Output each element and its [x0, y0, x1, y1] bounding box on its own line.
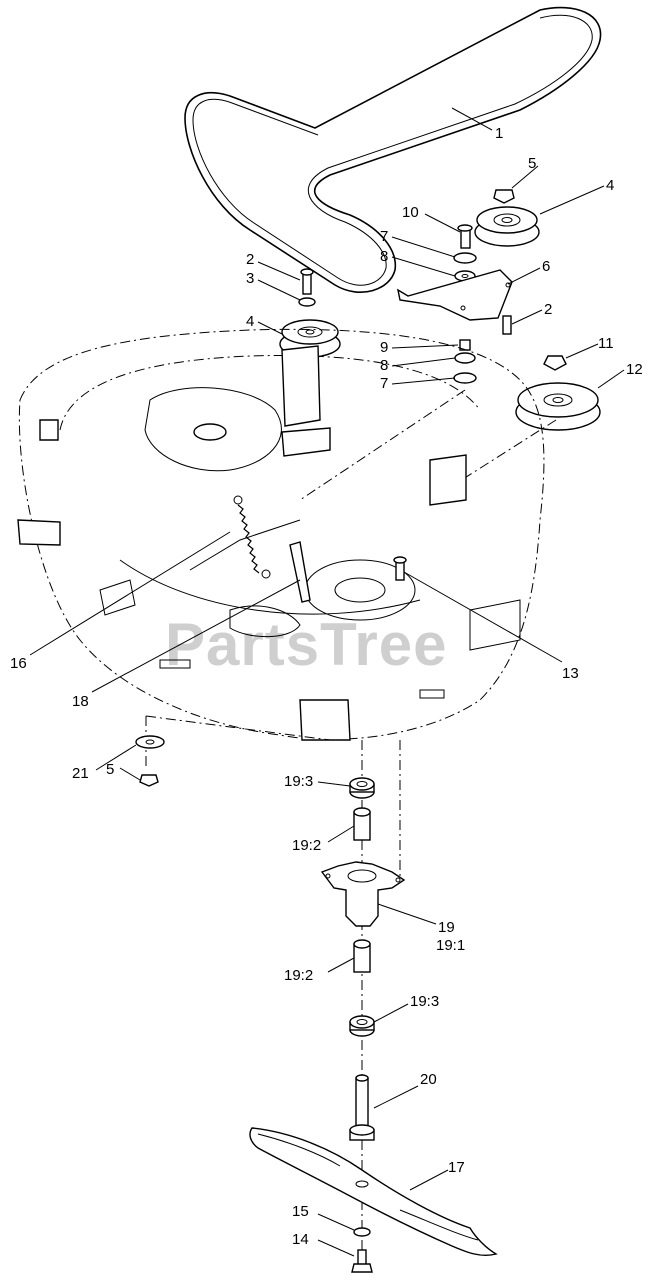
callout-label: 17	[448, 1159, 465, 1176]
callout-label: 5	[106, 761, 114, 778]
callout-label: 19:2	[292, 837, 321, 854]
spindle-housing-part-19-1	[320, 861, 406, 927]
callout-label: 6	[542, 258, 550, 275]
callout-label: 14	[292, 1231, 309, 1248]
callout-label: 10	[402, 204, 419, 221]
callout-label: 12	[626, 361, 643, 378]
washer-part-21	[135, 735, 165, 749]
callout-label: 7	[380, 228, 388, 245]
callout-label: 19:3	[284, 773, 313, 790]
callout-label: 7	[380, 375, 388, 392]
leader-1	[451, 107, 493, 131]
nut-part-5	[493, 189, 515, 204]
callout-label: 13	[562, 665, 579, 682]
watermark-text: PartsTree	[165, 611, 448, 678]
callout-label: 8	[380, 248, 388, 265]
callout-label: 15	[292, 1203, 309, 1220]
callout-label: 11	[598, 335, 614, 352]
washer-part-15	[353, 1227, 371, 1237]
callout-label: 18	[72, 693, 89, 710]
belt-part-1	[184, 6, 602, 293]
blade-bolt-part-14	[351, 1249, 373, 1273]
callout-label: 19:2	[284, 967, 313, 984]
callout-label: 19	[438, 919, 455, 936]
washer-part-8	[454, 352, 476, 364]
callout-label: 8	[380, 357, 388, 374]
callout-label: 21	[72, 765, 89, 782]
drive-pulley-assembly	[515, 355, 601, 431]
callout-label: 5	[528, 155, 536, 172]
callout-label: 1	[495, 125, 503, 142]
spindle-assembly-part-19	[320, 777, 406, 1037]
idler-arm-part-6	[397, 269, 513, 321]
callout-label: 9	[380, 339, 388, 356]
idler-pulley-assembly-right	[397, 189, 540, 384]
mower-deck-housing	[17, 328, 545, 741]
washer-part-3	[298, 297, 316, 307]
callout-label: 4	[606, 177, 614, 194]
bolt-part-2	[502, 315, 512, 335]
callout-label: 3	[246, 270, 254, 287]
callout-label: 2	[544, 301, 552, 318]
callout-label: 4	[246, 313, 254, 330]
callout-label: 20	[420, 1071, 437, 1088]
mower-blade-part-17	[249, 1127, 498, 1256]
nut-part-5	[139, 774, 159, 787]
callout-label: 2	[246, 251, 254, 268]
bolt-part-13	[393, 556, 407, 581]
washer-part-7	[453, 252, 477, 264]
spindle-shaft-part-20	[349, 1074, 375, 1141]
callout-label: 16	[10, 655, 27, 672]
callout-label: 19:3	[410, 993, 439, 1010]
nut-part-11	[543, 355, 567, 371]
washer-part-7	[453, 372, 477, 384]
lever-part-18	[289, 541, 311, 603]
callout-label: 19:1	[436, 937, 465, 954]
extension-spring-part-16	[233, 495, 271, 579]
